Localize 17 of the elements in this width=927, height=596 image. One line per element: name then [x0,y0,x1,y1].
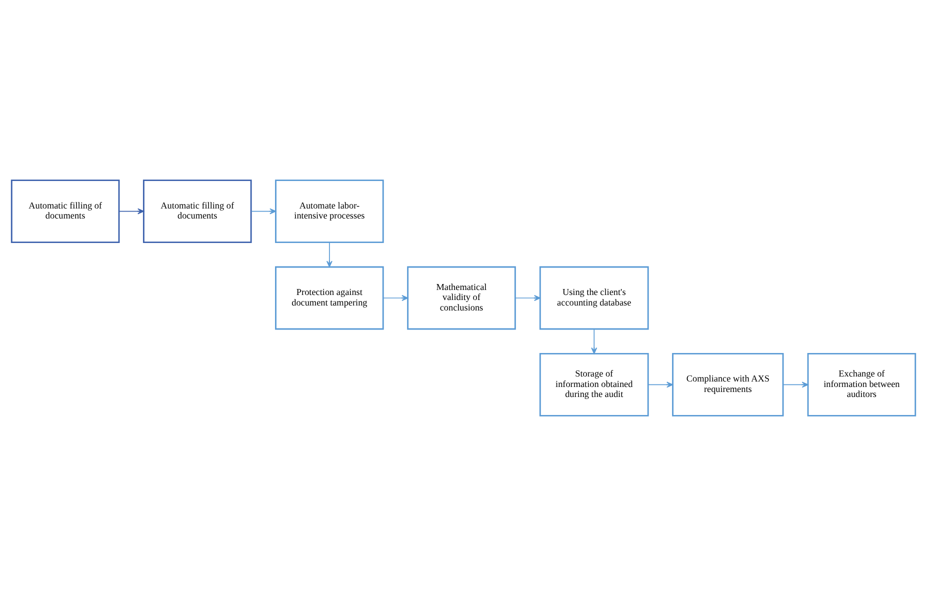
node-box: Automatic filling of documents [142,180,252,244]
arrow [782,382,808,388]
node-box: Automatic filling of documents [10,180,120,244]
arrow [514,294,541,302]
arrow [591,328,598,354]
arrow [250,208,276,214]
arrow [326,242,332,268]
node-box: Automate labor-intensive processes [275,180,384,244]
node-box: Compliance with AXS requirements [672,352,784,416]
node-box: Exchange of information between auditors [807,352,916,416]
node-box: Using the client's accounting database [539,266,649,330]
node-box: Mathematical validity of conclusions [407,266,516,330]
arrow [648,382,674,388]
arrow [118,208,144,214]
arrow [382,294,408,302]
node-box: Protection against document tampering [275,266,384,330]
node-box: Storage of information obtained during the audit [539,352,649,416]
